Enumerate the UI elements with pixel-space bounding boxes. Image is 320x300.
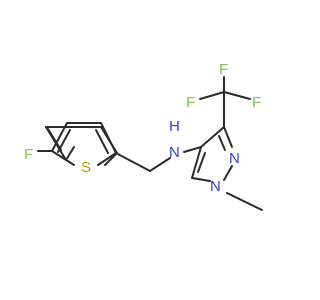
bond-ring-a-inner: [57, 129, 71, 153]
bond-c5p-c4: [191, 146, 202, 179]
bond-cf3-fleft: [199, 91, 225, 100]
bond-ring-e: [51, 150, 75, 166]
bond-n1-c5p: [191, 177, 211, 182]
atom-pyrazole-n1: N: [210, 178, 221, 195]
sulfur-bg: [80, 158, 94, 176]
bond-c4-c3p: [200, 126, 225, 148]
bond-c2-ch2: [115, 152, 151, 172]
bond-c3p-n2: [223, 126, 233, 148]
atom-cf3-f-top: F: [219, 61, 228, 78]
bond-c5p-c4-inner: [197, 152, 206, 173]
atom-labels: F S H N N N F F F: [24, 61, 261, 195]
bond-n2-n1: [223, 165, 233, 181]
atom-fluorine-thiophene: F: [24, 146, 33, 163]
bond-ring-d: [97, 152, 117, 166]
bond-c5-c4-inner: [47, 128, 62, 151]
atom-cf3-f-right: F: [252, 94, 261, 111]
molecule-structure: F S H N N N F F F: [24, 61, 263, 211]
bonds: [37, 76, 263, 211]
bond-ring-c: [100, 122, 117, 154]
bond-ch2-n: [149, 157, 171, 172]
bond-c3p-n2-inner: [218, 135, 226, 151]
bond-c2-s-ext: [104, 152, 118, 166]
atom-pyrazole-n2: N: [229, 150, 240, 167]
bond-n1-methyl: [226, 192, 263, 211]
atom-amine-nitrogen: N: [169, 144, 180, 161]
bond-ring-a: [51, 122, 68, 152]
bond-c5-s: [65, 146, 75, 161]
bond-cf3-fright: [223, 91, 251, 100]
atom-cf3-f-left: F: [186, 94, 195, 111]
bond-n-c4: [183, 146, 202, 153]
atom-amine-hydrogen: H: [169, 118, 180, 135]
atom-sulfur: S: [81, 159, 91, 176]
bond-ring-c-inner: [95, 129, 109, 154]
